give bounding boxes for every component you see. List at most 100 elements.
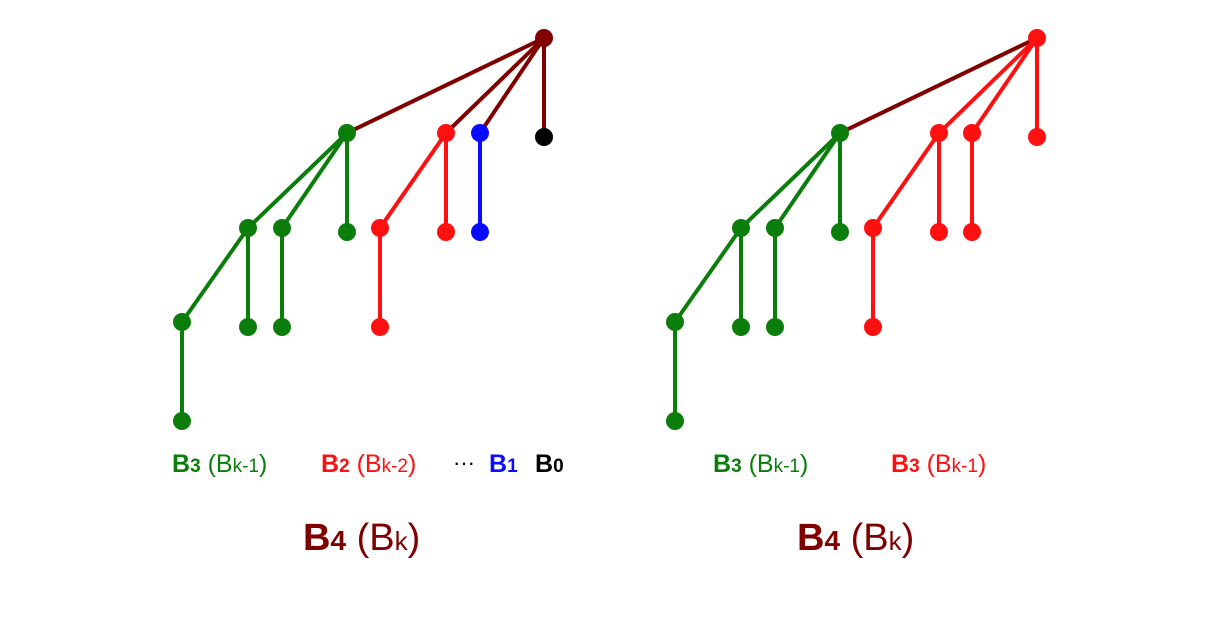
tree-node bbox=[666, 412, 684, 430]
caption-sub: 4 bbox=[824, 525, 840, 556]
left-b1-subtree bbox=[471, 124, 489, 241]
right-green-nodes bbox=[666, 124, 849, 430]
left-label-b0: B0 bbox=[535, 450, 564, 478]
tree-node bbox=[963, 124, 981, 142]
r-main: B bbox=[891, 450, 909, 478]
edge-root-to-b1 bbox=[478, 36, 546, 135]
edge-root-to-green bbox=[838, 36, 1039, 135]
tree-node bbox=[864, 318, 882, 336]
right-label-red: B3 (Bk-1) bbox=[891, 450, 986, 478]
b2-k: k-2 bbox=[382, 456, 408, 477]
right-label-green: B3 (Bk-1) bbox=[713, 450, 808, 478]
tree-node bbox=[831, 223, 849, 241]
left-label-b3: B3 (Bk-1) bbox=[172, 450, 267, 478]
left-b3-nodes bbox=[173, 124, 356, 430]
b0-sub: 0 bbox=[553, 456, 564, 477]
r-close: ) bbox=[978, 450, 986, 478]
g-sub: 3 bbox=[731, 456, 742, 477]
edge bbox=[378, 131, 448, 230]
edge-root-to-b2 bbox=[444, 36, 546, 135]
edge bbox=[739, 131, 842, 230]
b1-sub: 1 bbox=[507, 456, 518, 477]
caption-main: B bbox=[303, 517, 330, 559]
tree-node bbox=[963, 223, 981, 241]
tree-node bbox=[437, 124, 455, 142]
r-sub: 3 bbox=[909, 456, 920, 477]
b3-close: ) bbox=[259, 450, 267, 478]
left-label-b1: B1 bbox=[489, 450, 518, 478]
left-b0-node bbox=[535, 128, 553, 146]
edge bbox=[871, 131, 941, 230]
tree-node bbox=[930, 124, 948, 142]
tree-node bbox=[239, 219, 257, 237]
tree-node bbox=[273, 318, 291, 336]
tree-node bbox=[766, 219, 784, 237]
edge bbox=[180, 226, 250, 324]
left-caption: B4 (Bk) bbox=[303, 517, 420, 559]
caption-main: B bbox=[797, 517, 824, 559]
edge-root-to-b3 bbox=[345, 36, 546, 135]
b3-open: (B bbox=[201, 450, 233, 478]
right-red-subtree bbox=[871, 36, 1039, 329]
edge bbox=[773, 131, 842, 230]
left-label-b2: B2 (Bk-2) bbox=[321, 450, 416, 478]
tree-node bbox=[732, 219, 750, 237]
tree-node bbox=[371, 318, 389, 336]
left-tree: B3 (Bk-1) B2 (Bk-2) ··· B1 B0 B4 (Bk) bbox=[172, 29, 564, 559]
caption-open: (B bbox=[346, 517, 395, 559]
caption-k: k bbox=[395, 526, 409, 556]
right-green-subtree bbox=[673, 131, 842, 423]
right-root-node bbox=[1028, 29, 1046, 47]
tree-node bbox=[173, 313, 191, 331]
b3-k: k-1 bbox=[233, 456, 259, 477]
edge bbox=[970, 36, 1039, 135]
tree-node bbox=[766, 318, 784, 336]
caption-close: ) bbox=[902, 517, 915, 559]
tree-node bbox=[173, 412, 191, 430]
caption-open: (B bbox=[840, 517, 889, 559]
tree-node bbox=[338, 124, 356, 142]
edge bbox=[673, 226, 743, 324]
b2-main: B bbox=[321, 450, 339, 478]
edge bbox=[937, 36, 1039, 135]
edge bbox=[246, 131, 349, 230]
tree-node bbox=[471, 124, 489, 142]
tree-node bbox=[864, 219, 882, 237]
tree-node bbox=[666, 313, 684, 331]
tree-node bbox=[371, 219, 389, 237]
b2-open: (B bbox=[350, 450, 382, 478]
tree-node bbox=[338, 223, 356, 241]
g-main: B bbox=[713, 450, 731, 478]
left-b2-nodes bbox=[371, 124, 455, 336]
tree-node bbox=[1028, 128, 1046, 146]
tree-node bbox=[930, 223, 948, 241]
b3-main: B bbox=[172, 450, 190, 478]
left-b2-subtree bbox=[378, 131, 448, 329]
tree-node bbox=[732, 318, 750, 336]
right-red-nodes bbox=[864, 29, 1046, 336]
right-caption: B4 (Bk) bbox=[797, 517, 914, 559]
b2-close: ) bbox=[408, 450, 416, 478]
left-root-edges bbox=[345, 36, 546, 139]
g-open: (B bbox=[742, 450, 774, 478]
left-b3-subtree bbox=[180, 131, 349, 423]
tree-node bbox=[831, 124, 849, 142]
caption-close: ) bbox=[408, 517, 421, 559]
r-k: k-1 bbox=[952, 456, 978, 477]
left-label-dots: ··· bbox=[453, 450, 475, 475]
r-open: (B bbox=[920, 450, 952, 478]
tree-node bbox=[273, 219, 291, 237]
tree-node bbox=[239, 318, 257, 336]
g-close: ) bbox=[800, 450, 808, 478]
b0-main: B bbox=[535, 450, 553, 478]
caption-k: k bbox=[889, 526, 903, 556]
caption-sub: 4 bbox=[330, 525, 346, 556]
edge bbox=[280, 131, 349, 230]
right-tree: B3 (Bk-1) B3 (Bk-1) B4 (Bk) bbox=[666, 29, 1046, 559]
b3-sub: 3 bbox=[190, 456, 201, 477]
tree-node bbox=[437, 223, 455, 241]
g-k: k-1 bbox=[774, 456, 800, 477]
b2-sub: 2 bbox=[339, 456, 350, 477]
left-root-node bbox=[535, 29, 553, 47]
